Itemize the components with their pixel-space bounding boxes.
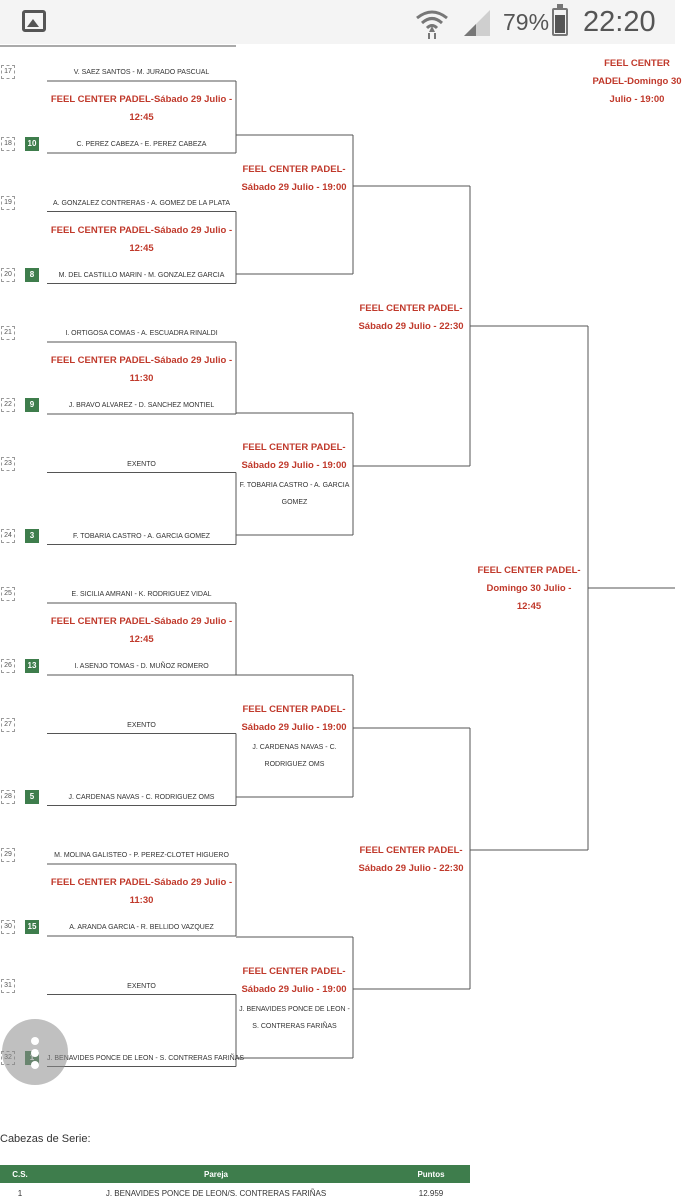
player-name: A. GONZALEZ CONTRERAS - A. GOMEZ DE LA P… (52, 199, 231, 207)
match-venue: FEEL CENTER PADEL-Sábado 29 Julio - 12:4… (50, 94, 233, 123)
pair-cell: J. BENAVIDES PONCE DE LEON/S. CONTRERAS … (105, 1188, 327, 1198)
seed-badge: 9 (25, 398, 39, 412)
signal-icon (464, 10, 490, 36)
match-venue: FEEL CENTER PADEL-Sábado 29 Julio - 19:0… (241, 164, 347, 193)
seed-badge: 5 (25, 789, 39, 804)
match-venue: FEEL CENTER PADEL-Sábado 29 Julio - 22:3… (358, 845, 464, 874)
seed-number-box: 29 (1, 848, 15, 862)
player-name: EXENTO (127, 721, 156, 729)
seeds-table: C.S. Pareja Puntos 1 J. BENAVIDES PONCE … (0, 1165, 470, 1203)
seed-badge: 10 (25, 137, 39, 151)
floating-menu-button[interactable] (2, 1019, 68, 1085)
seed-number-box: 21 (1, 326, 15, 340)
match-venue: FEEL CENTER PADEL-Sábado 29 Julio - 11:3… (50, 877, 233, 906)
player-name: C. PEREZ CABEZA - E. PEREZ CABEZA (76, 141, 207, 148)
seed-number-box: 23 (1, 456, 15, 471)
player-name: I. ASENJO TOMAS - D. MUÑOZ ROMERO (74, 663, 209, 670)
match-venue: FEEL CENTER PADEL-Sábado 29 Julio - 19:0… (241, 966, 347, 995)
col-puntos: Puntos (392, 1165, 470, 1183)
match-winner: J. BENAVIDES PONCE DE LEON - S. CONTRERA… (239, 1006, 350, 1030)
wifi-icon (416, 10, 448, 39)
player-name: EXENTO (127, 460, 156, 468)
menu-dot-icon (31, 1037, 39, 1045)
match-venue: FEEL CENTER PADEL-Domingo 30 Julio - 19:… (592, 58, 682, 105)
player-name: F. TOBARIA CASTRO - A. GARCIA GOMEZ (72, 532, 211, 540)
match-winner: F. TOBARIA CASTRO - A. GARCIA GOMEZ (239, 482, 350, 506)
player-name: J. BRAVO ALVAREZ - D. SANCHEZ MONTIEL (68, 402, 215, 409)
table-row: 1 J. BENAVIDES PONCE DE LEON/S. CONTRERA… (0, 1183, 470, 1203)
match-venue: FEEL CENTER PADEL-Sábado 29 Julio - 19:0… (241, 704, 347, 733)
battery-percent: 79% (503, 9, 550, 35)
player-name: J. BENAVIDES PONCE DE LEON - S. CONTRERA… (47, 1054, 245, 1062)
battery-icon (552, 4, 568, 36)
player-name: V. SAEZ SANTOS - M. JURADO PASCUAL (73, 69, 210, 76)
seed-badge: 13 (25, 659, 39, 673)
menu-dot-icon (31, 1061, 39, 1069)
seed-number-box: 19 (1, 195, 15, 210)
col-cs: C.S. (0, 1165, 40, 1183)
gallery-icon (22, 10, 46, 32)
match-venue: FEEL CENTER PADEL-Sábado 29 Julio - 19:0… (241, 442, 347, 471)
player-name: EXENTO (127, 982, 156, 990)
bracket-lines (0, 45, 675, 1067)
match-venue: FEEL CENTER PADEL-Sábado 29 Julio - 22:3… (358, 303, 464, 332)
menu-dot-icon (31, 1049, 39, 1057)
seed-number-box: 22 (1, 398, 15, 412)
seed-number-box: 28 (1, 789, 15, 804)
seed-number-box: 17 (1, 65, 15, 79)
player-name: I. ORTIGOSA COMAS - A. ESCUADRA RINALDI (65, 330, 218, 337)
clock: 22:20 (583, 6, 656, 38)
seed-number-box: 20 (1, 267, 15, 282)
col-pareja: Pareja (40, 1165, 392, 1183)
seeds-title: Cabezas de Serie: (0, 1133, 91, 1145)
seed-badge: 3 (25, 528, 39, 543)
status-bar: 79% 22:20 (0, 0, 675, 44)
match-venue: FEEL CENTER PADEL-Domingo 30 Julio - 12:… (477, 565, 581, 612)
seed-number-box: 30 (1, 920, 15, 934)
seed-number-box: 26 (1, 659, 15, 673)
player-name: M. DEL CASTILLO MARIN - M. GONZALEZ GARC… (58, 271, 225, 279)
seed-number-box: 25 (1, 587, 15, 601)
match-winner: J. CARDENAS NAVAS - C. RODRIGUEZ OMS (252, 744, 337, 768)
seed-badge: 15 (25, 920, 39, 934)
match-venue: FEEL CENTER PADEL-Sábado 29 Julio - 12:4… (50, 616, 233, 645)
seed-cell: 1 (17, 1188, 23, 1198)
seed-number-box: 31 (1, 978, 15, 993)
player-name: J. CARDENAS NAVAS - C. RODRIGUEZ OMS (68, 793, 215, 801)
seed-number-box: 27 (1, 717, 15, 732)
seed-badge: 8 (25, 267, 39, 282)
player-name: M. MOLINA GALISTEO - P. PEREZ-CLOTET HIG… (54, 852, 229, 859)
match-venue: FEEL CENTER PADEL-Sábado 29 Julio - 12:4… (50, 224, 233, 254)
player-name: E. SICILIA AMRANI - K. RODRIGUEZ VIDAL (71, 591, 212, 598)
points-cell: 12.959 (418, 1188, 444, 1198)
seed-number-box: 24 (1, 528, 15, 543)
player-name: A. ARANDA GARCIA - R. BELLIDO VAZQUEZ (69, 924, 214, 931)
seed-number-box: 18 (1, 137, 15, 151)
match-venue: FEEL CENTER PADEL-Sábado 29 Julio - 11:3… (50, 355, 233, 384)
